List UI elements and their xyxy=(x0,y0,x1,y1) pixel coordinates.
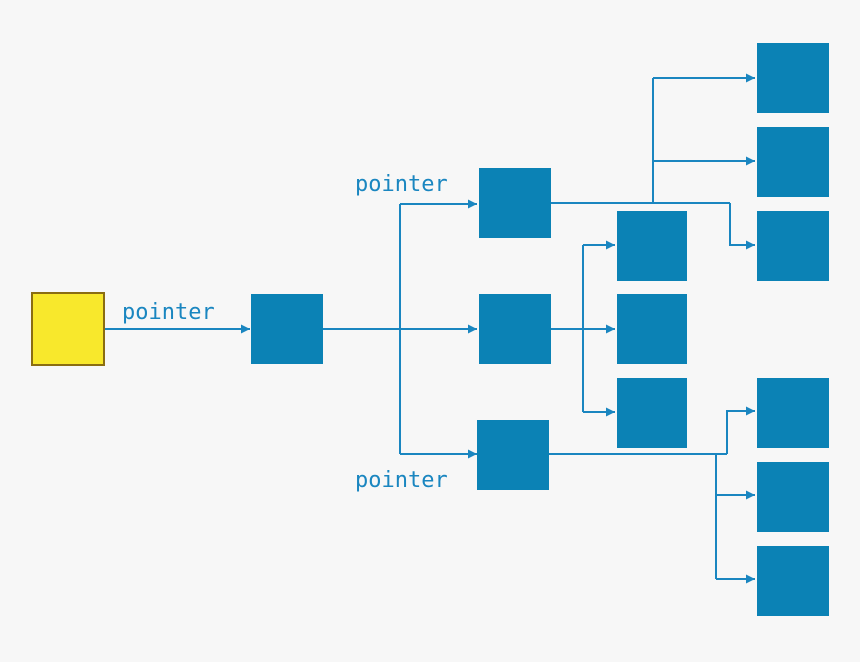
node-root xyxy=(31,292,105,366)
edge-labels: pointer pointer pointer xyxy=(122,172,448,493)
node-n4c xyxy=(757,211,829,281)
edges xyxy=(104,73,755,584)
edge-n2a-n4c xyxy=(729,203,755,250)
node-n4a xyxy=(757,43,829,113)
pointer-label-top: pointer xyxy=(355,172,448,197)
node-n5b xyxy=(757,462,829,532)
node-n1 xyxy=(251,294,323,364)
nodes xyxy=(31,43,829,616)
node-n4b xyxy=(757,127,829,197)
node-n5a xyxy=(757,378,829,448)
node-n3b xyxy=(617,294,687,364)
node-n2b xyxy=(479,294,551,364)
node-n3a xyxy=(617,211,687,281)
pointer-label-bottom: pointer xyxy=(355,468,448,493)
pointer-label-root: pointer xyxy=(122,300,215,325)
node-n2c xyxy=(477,420,549,490)
edge-n2c-n5a xyxy=(726,406,755,454)
node-n2a xyxy=(479,168,551,238)
node-n3c xyxy=(617,378,687,448)
node-n5c xyxy=(757,546,829,616)
